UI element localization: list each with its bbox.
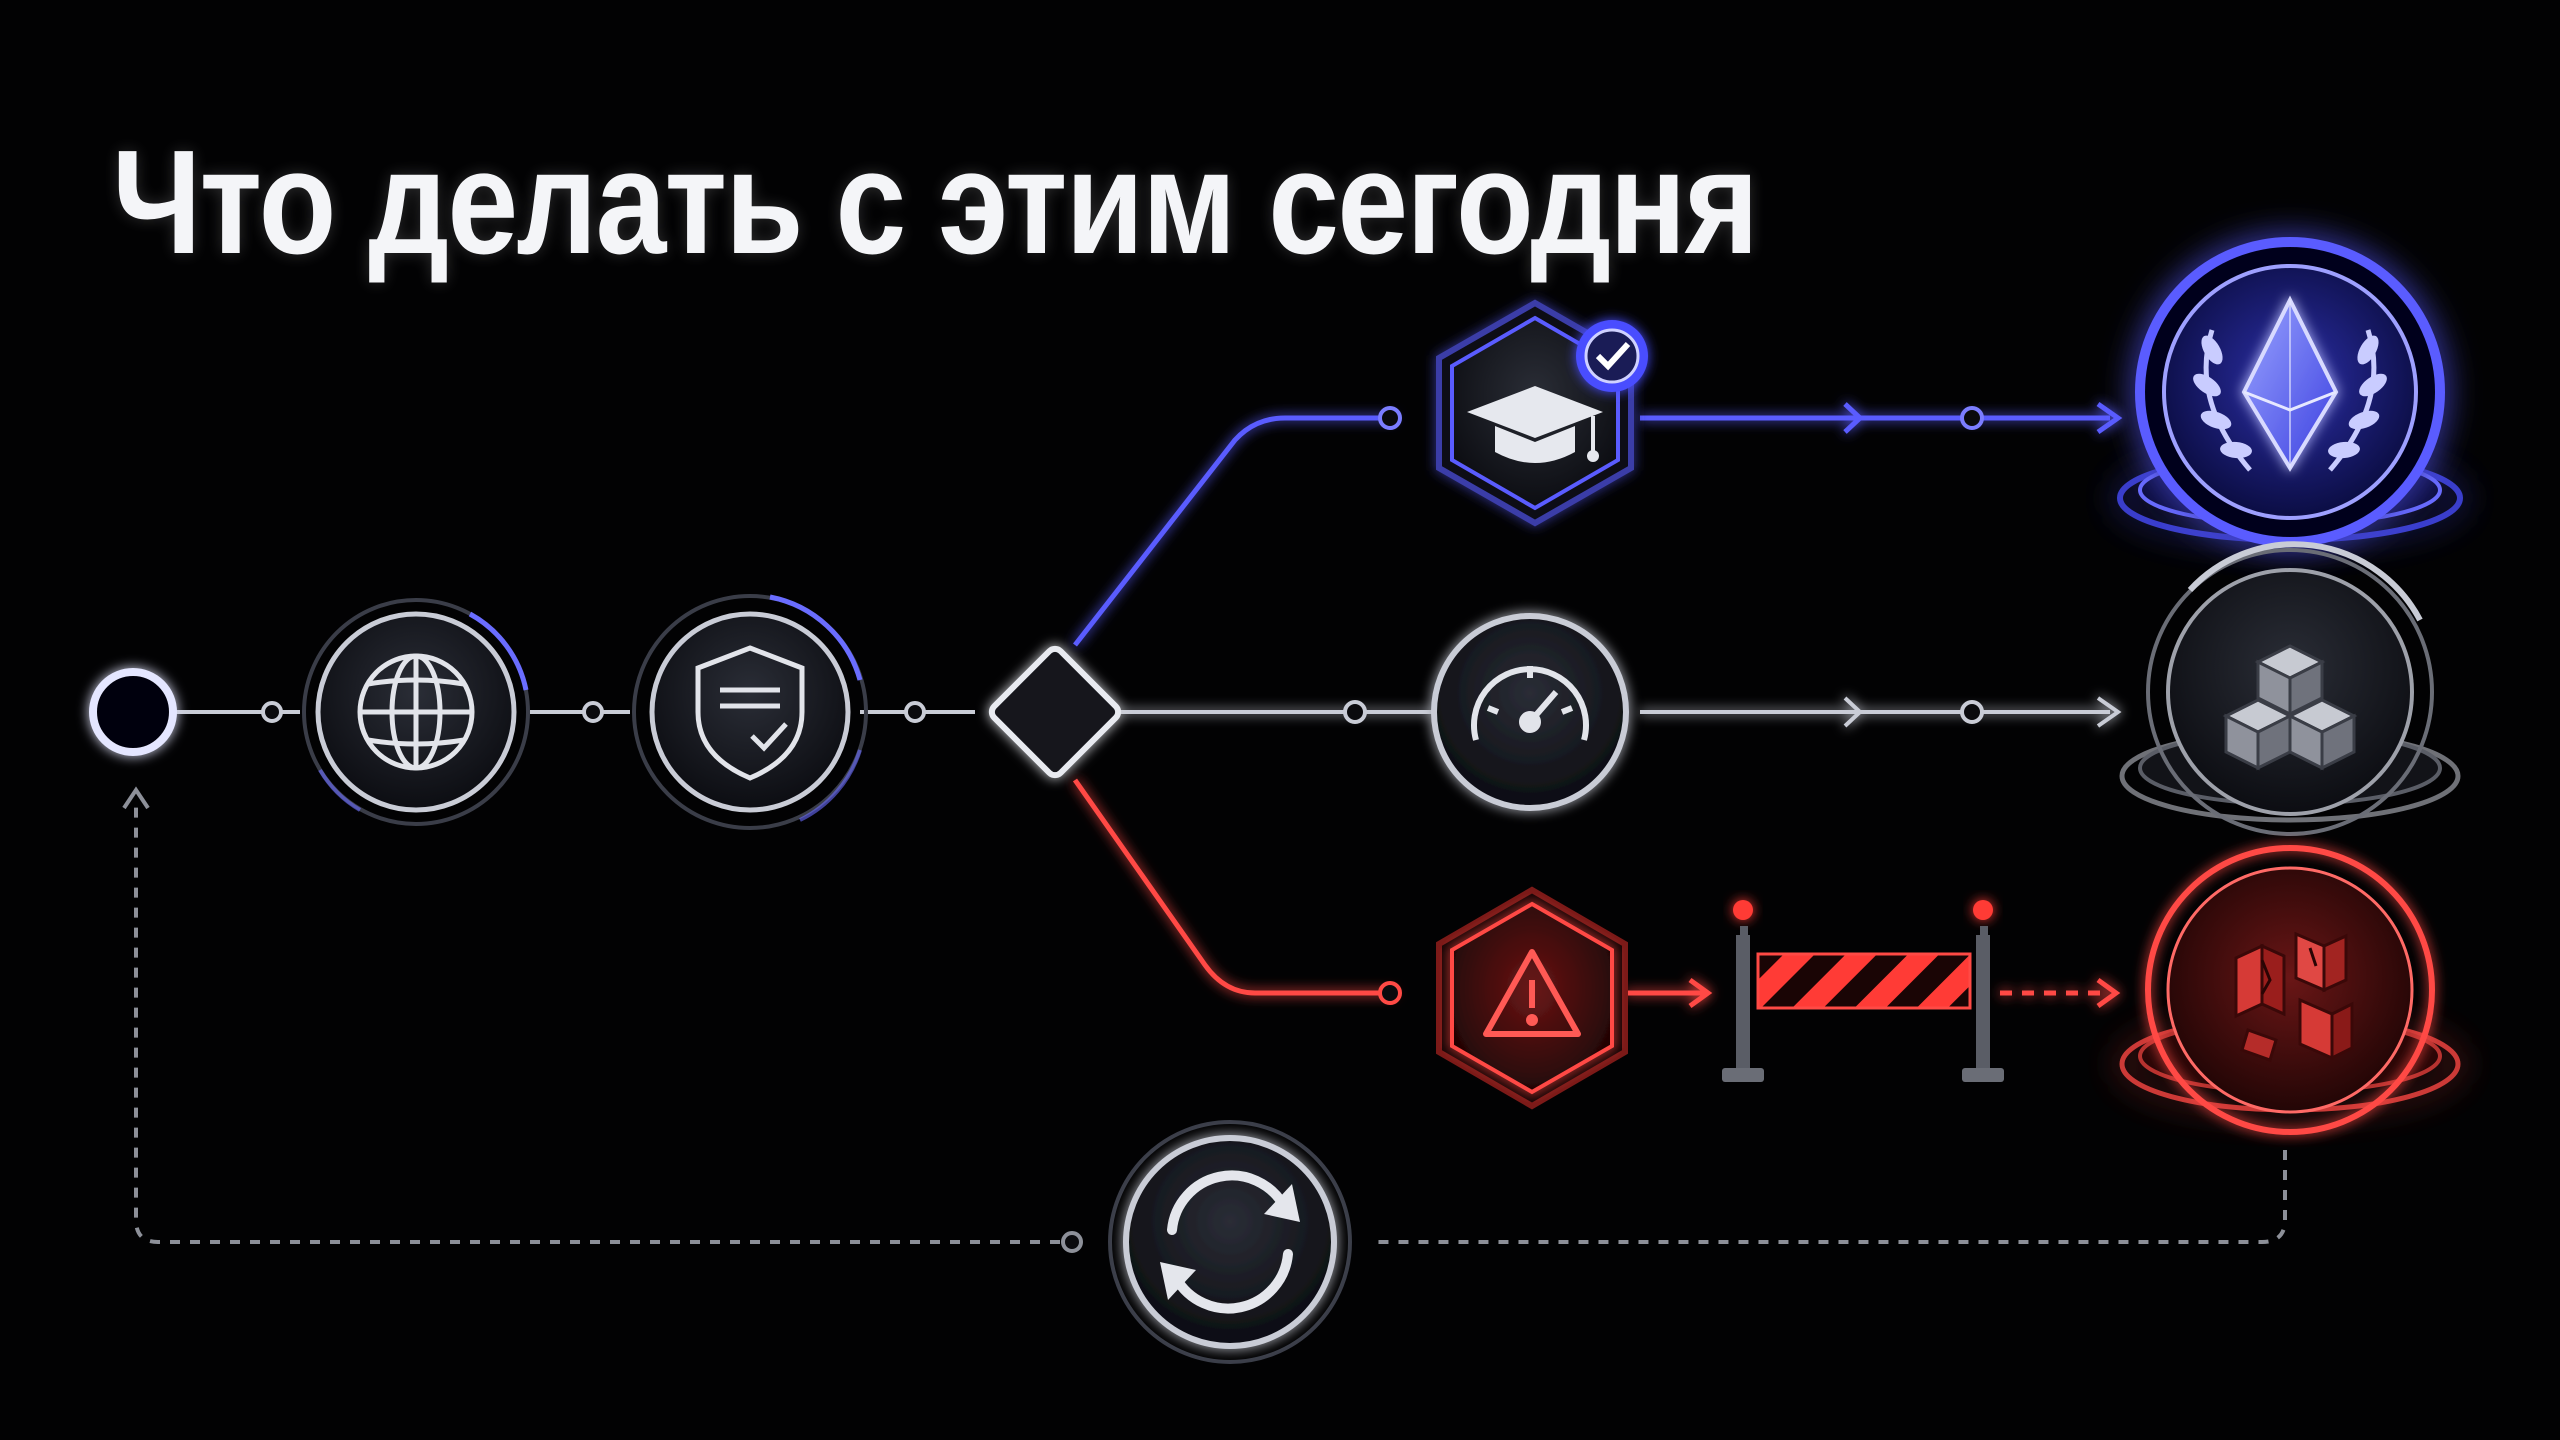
verified-check-icon	[1576, 320, 1648, 392]
globe-icon	[357, 653, 475, 771]
shield-node[interactable]	[632, 594, 868, 830]
education-node[interactable]	[1436, 299, 1648, 527]
warning-node[interactable]	[1436, 886, 1628, 1110]
path-loop-dot	[1061, 1231, 1083, 1253]
connector-dots-main	[261, 701, 926, 723]
path-grey-dots	[1343, 700, 1984, 724]
refresh-cycle-icon	[1160, 1170, 1300, 1314]
graduation-cap-icon	[1467, 386, 1603, 463]
broken-node[interactable]	[2119, 845, 2461, 1135]
cubes-icon	[2222, 644, 2358, 771]
path-loop-arrow	[122, 786, 150, 810]
speedometer-icon	[1471, 666, 1589, 741]
globe-node[interactable]	[302, 598, 530, 826]
path-loop	[134, 805, 2287, 1244]
start-ring-icon[interactable]	[89, 668, 177, 756]
blocks-node[interactable]	[2119, 541, 2461, 836]
broken-cubes-icon	[2234, 931, 2354, 1062]
path-grey	[1120, 696, 2122, 728]
path-red	[1072, 778, 2121, 1009]
roadblock-barrier-icon	[1722, 900, 2004, 1082]
warning-triangle-icon	[1483, 949, 1581, 1037]
decision-diamond-icon[interactable]	[988, 645, 1122, 779]
cycle-node[interactable]	[1108, 1120, 1352, 1364]
premium-node[interactable]	[2117, 237, 2463, 547]
crystal-laurel-icon	[2193, 295, 2387, 472]
speed-node[interactable]	[1431, 613, 1629, 811]
path-blue-dots	[1378, 406, 1984, 430]
path-blue	[1073, 401, 2123, 647]
shield-check-icon	[695, 645, 805, 781]
page-title: Что делать с этим сегодня	[112, 120, 1759, 285]
path-red-dot	[1378, 981, 1402, 1005]
